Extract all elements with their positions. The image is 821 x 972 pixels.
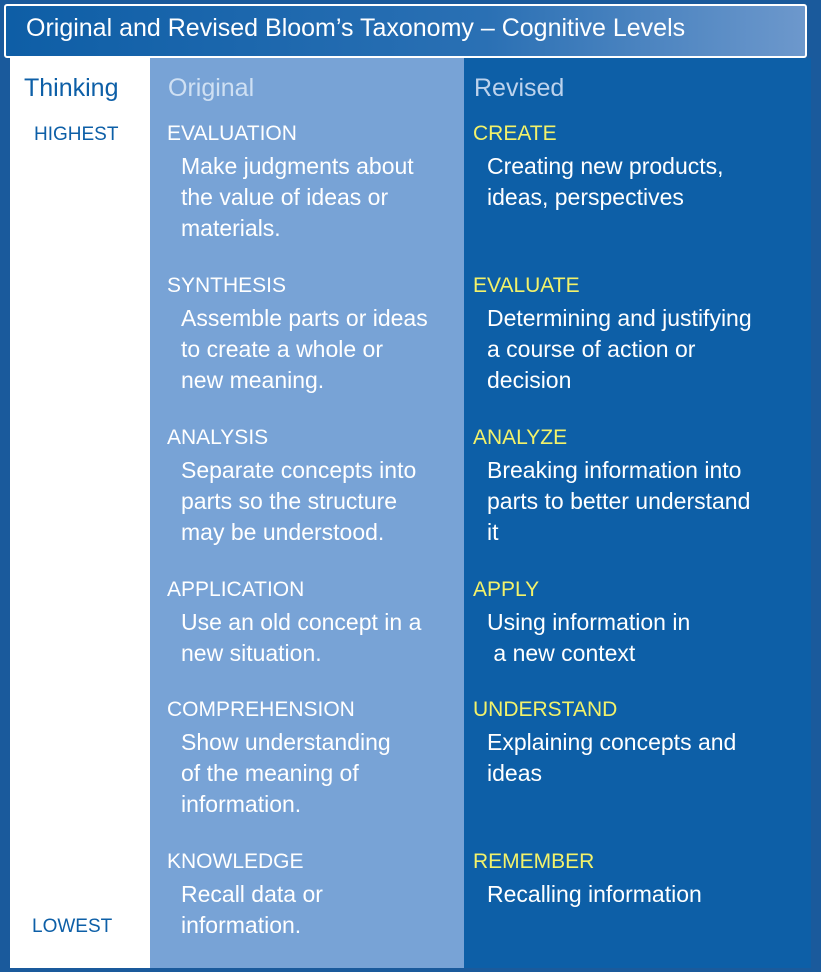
revised-description-line: a course of action or <box>487 336 696 362</box>
revised-level-name: APPLY <box>473 578 540 601</box>
original-level-name: SYNTHESIS <box>167 274 287 297</box>
revised-description-line: ideas, perspectives <box>487 184 684 210</box>
revised-level: REMEMBER Recalling information <box>473 848 702 910</box>
revised-level: APPLY Using information in a new context <box>473 576 690 669</box>
original-level-description: Show understanding of the meaning of infor… <box>181 727 391 820</box>
original-description-line: Make judgments about <box>181 153 414 179</box>
original-description-line: Assemble parts or ideas <box>181 305 428 331</box>
revised-description-line: decision <box>487 367 572 393</box>
original-description-line: Recall data or <box>181 881 323 907</box>
original-level: ANALYSIS Separate concepts into parts so t… <box>167 424 416 548</box>
original-description-line: the value of ideas or <box>181 184 389 210</box>
revised-level-description: Using information in a new context <box>487 607 690 669</box>
original-level-description: Assemble parts or ideas to create a whole… <box>181 303 428 396</box>
revised-level-name: UNDERSTAND <box>473 698 618 721</box>
original-description-line: Show understanding <box>181 729 391 755</box>
revised-description-line: Creating new products, <box>487 153 724 179</box>
revised-description-line: Breaking information into <box>487 457 742 483</box>
lowest-label: LOWEST <box>32 916 113 937</box>
original-level-name: EVALUATION <box>167 122 297 145</box>
original-level-description: Make judgments about the value of ideas o… <box>181 151 414 244</box>
original-level: SYNTHESIS Assemble parts or ideas to creat… <box>167 272 428 396</box>
original-level: COMPREHENSION Show understanding of the me… <box>167 696 391 820</box>
thinking-column: Thinking HIGHEST LOWEST <box>10 58 150 968</box>
revised-description-line: parts to better understand <box>487 488 751 514</box>
thinking-header: Thinking <box>24 74 119 102</box>
original-level: EVALUATION Make judgments about the value … <box>167 120 414 244</box>
original-description-line: new situation. <box>181 640 322 666</box>
original-level-description: Separate concepts into parts so the struc… <box>181 455 416 548</box>
original-level: APPLICATION Use an old concept in a new si… <box>167 576 421 669</box>
revised-column: Revised CREATE Creating new products, idea… <box>464 58 811 968</box>
title-bar: Original and Revised Bloom’s Taxonomy – … <box>4 4 807 58</box>
revised-level-name: EVALUATE <box>473 274 580 297</box>
original-description-line: information. <box>181 912 302 938</box>
revised-level-description: Determining and justifying a course of ac… <box>487 303 752 396</box>
original-column: Original EVALUATION Make judgments about t… <box>150 58 464 968</box>
original-description-line: Use an old concept in a <box>181 609 422 635</box>
original-description-line: new meaning. <box>181 367 325 393</box>
revised-level-name: CREATE <box>473 122 557 145</box>
revised-header: Revised <box>474 74 565 102</box>
revised-description-line: Using information in <box>487 609 691 635</box>
revised-level: UNDERSTAND Explaining concepts and ideas <box>473 696 736 789</box>
original-description-line: Separate concepts into <box>181 457 417 483</box>
original-level: KNOWLEDGE Recall data or information. <box>167 848 323 941</box>
original-description-line: may be understood. <box>181 519 385 545</box>
original-level-description: Recall data or information. <box>181 879 323 941</box>
revised-description-line: Explaining concepts and <box>487 729 737 755</box>
original-description-line: information. <box>181 791 302 817</box>
original-description-line: to create a whole or <box>181 336 384 362</box>
revised-level-description: Explaining concepts and ideas <box>487 727 736 789</box>
original-level-name: COMPREHENSION <box>167 698 355 721</box>
revised-description-line: ideas <box>487 760 542 786</box>
original-description-line: parts so the structure <box>181 488 398 514</box>
original-level-name: KNOWLEDGE <box>167 850 304 873</box>
revised-level-description: Creating new products, ideas, perspective… <box>487 151 724 213</box>
revised-level: CREATE Creating new products, ideas, persp… <box>473 120 724 213</box>
revised-level: EVALUATE Determining and justifying a cour… <box>473 272 752 396</box>
diagram-title: Original and Revised Bloom’s Taxonomy – … <box>26 14 686 42</box>
revised-description-line: a new context <box>487 640 636 666</box>
revised-description-line: Recalling information <box>487 881 702 907</box>
original-description-line: materials. <box>181 215 281 241</box>
revised-level: ANALYZE Breaking information into parts to… <box>473 424 750 548</box>
revised-description-line: it <box>487 519 499 545</box>
original-level-name: ANALYSIS <box>167 426 269 449</box>
revised-description-line: Determining and justifying <box>487 305 752 331</box>
revised-level-description: Breaking information into parts to better… <box>487 455 750 548</box>
highest-label: HIGHEST <box>34 124 119 145</box>
revised-level-name: REMEMBER <box>473 850 595 873</box>
revised-level-name: ANALYZE <box>473 426 568 449</box>
original-level-name: APPLICATION <box>167 578 305 601</box>
original-description-line: of the meaning of <box>181 760 359 786</box>
original-header: Original <box>168 74 255 102</box>
original-level-description: Use an old concept in a new situation. <box>181 607 421 669</box>
revised-level-description: Recalling information <box>487 879 702 910</box>
